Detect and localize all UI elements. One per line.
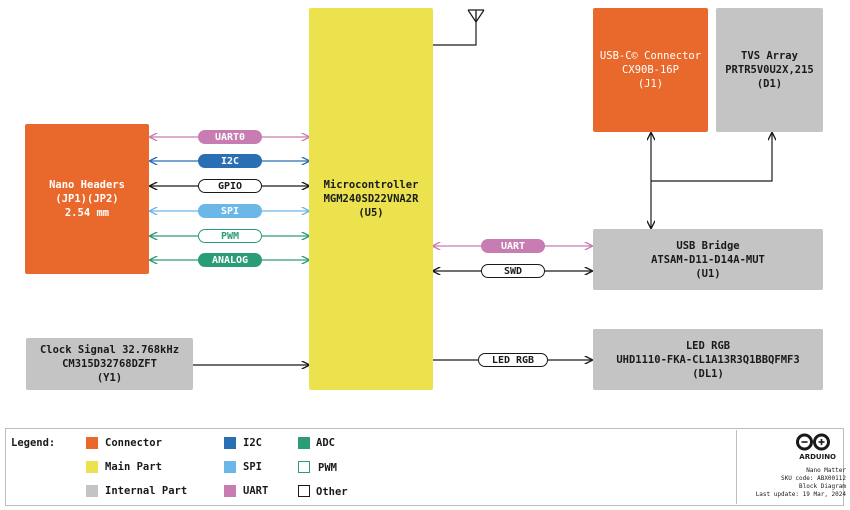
legend-i2c-swatch — [224, 437, 236, 449]
legend-title: Legend: — [11, 437, 56, 449]
legend-spi-label: SPI — [243, 461, 262, 473]
legend-pwm-swatch — [298, 461, 310, 473]
tvs-part: PRTR5V0U2X,215 — [725, 64, 814, 76]
brand-name: ARDUINO — [799, 453, 836, 461]
nano-headers-pitch: 2.54 mm — [64, 207, 110, 219]
legend-i2c-label: I2C — [243, 437, 262, 449]
nano-headers-block: Nano Headers (JP1)(JP2) 2.54 mm — [25, 124, 149, 274]
led-rgb-block: LED RGB UHD1110-FKA-CL1A13R3Q1BBQFMF3 (D… — [593, 329, 823, 390]
led-part: UHD1110-FKA-CL1A13R3Q1BBQFMF3 — [616, 353, 800, 366]
nano-headers-label: Nano Headers — [49, 179, 125, 191]
clock-signal-block: Clock Signal 32.768kHz CM315D32768DZFT (… — [26, 338, 193, 390]
legend-other-label: Other — [316, 486, 348, 498]
clock-label: Clock Signal 32.768kHz — [39, 344, 180, 356]
usb-bridge-block: USB Bridge ATSAM-D11-D14A-MUT (U1) — [593, 229, 823, 290]
tvs-label: TVS Array — [741, 50, 798, 62]
clock-part: CM315D32768DZFT — [62, 358, 157, 370]
legend-main-part-swatch — [86, 461, 98, 473]
legend-adc-label: ADC — [316, 437, 335, 449]
spi-pill: SPI — [198, 204, 262, 218]
led-rgb-pill: LED RGB — [478, 353, 548, 367]
legend-connector-swatch — [86, 437, 98, 449]
legend-panel — [5, 428, 844, 506]
legend-main-part-label: Main Part — [105, 461, 162, 473]
led-label: LED RGB — [685, 339, 731, 352]
usb-bridge-part: ATSAM-D11-D14A-MUT — [651, 253, 765, 266]
uart-pill: UART — [481, 239, 545, 253]
legend-other-swatch — [298, 485, 310, 497]
i2c-pill: I2C — [198, 154, 262, 168]
tvs-array-block: TVS Array PRTR5V0U2X,215 (D1) — [716, 8, 823, 132]
led-ref: (DL1) — [692, 367, 724, 380]
uart0-pill: UART0 — [198, 130, 262, 144]
sku-code: SKU code: ABX00112 — [780, 475, 846, 482]
tvs-ref: (D1) — [756, 78, 783, 90]
antenna-wire — [433, 12, 477, 46]
usb-c-part: CX90B-16P — [622, 64, 679, 76]
usb-bridge-label: USB Bridge — [676, 239, 740, 252]
legend-spi-swatch — [224, 461, 236, 473]
legend-uart-swatch — [224, 485, 236, 497]
nano-headers-ref: (JP1)(JP2) — [55, 193, 119, 205]
microcontroller-label: Microcontroller — [323, 179, 419, 191]
microcontroller-part: MGM240SD22VNA2R — [323, 193, 419, 205]
legend-internal-part-label: Internal Part — [105, 485, 188, 497]
antenna-icon — [467, 9, 485, 24]
product-name: Nano Matter — [806, 467, 846, 474]
legend-pwm-label: PWM — [318, 462, 337, 474]
pwm-pill: PWM — [198, 229, 262, 243]
arduino-logo-icon — [796, 433, 830, 451]
info-panel — [736, 430, 842, 504]
legend-adc-swatch — [298, 437, 310, 449]
usb-c-ref: (J1) — [637, 78, 664, 90]
tvs-bridge-wire — [651, 133, 772, 182]
legend-internal-part-swatch — [86, 485, 98, 497]
gpio-pill: GPIO — [198, 179, 262, 193]
last-update: Last update: 19 Mar, 2024 — [755, 491, 846, 498]
legend-connector-label: Connector — [105, 437, 162, 449]
analog-pill: ANALOG — [198, 253, 262, 267]
microcontroller-block: Microcontroller MGM240SD22VNA2R (U5) — [309, 8, 433, 390]
usb-c-connector-block: USB-C© Connector CX90B-16P (J1) — [593, 8, 708, 132]
clock-ref: (Y1) — [96, 372, 123, 384]
legend-uart-label: UART — [243, 485, 269, 497]
usb-bridge-ref: (U1) — [695, 267, 721, 280]
microcontroller-ref: (U5) — [358, 207, 384, 219]
doc-type: Block Diagram — [799, 483, 846, 490]
swd-pill: SWD — [481, 264, 545, 278]
usb-c-label: USB-C© Connector — [599, 50, 702, 62]
